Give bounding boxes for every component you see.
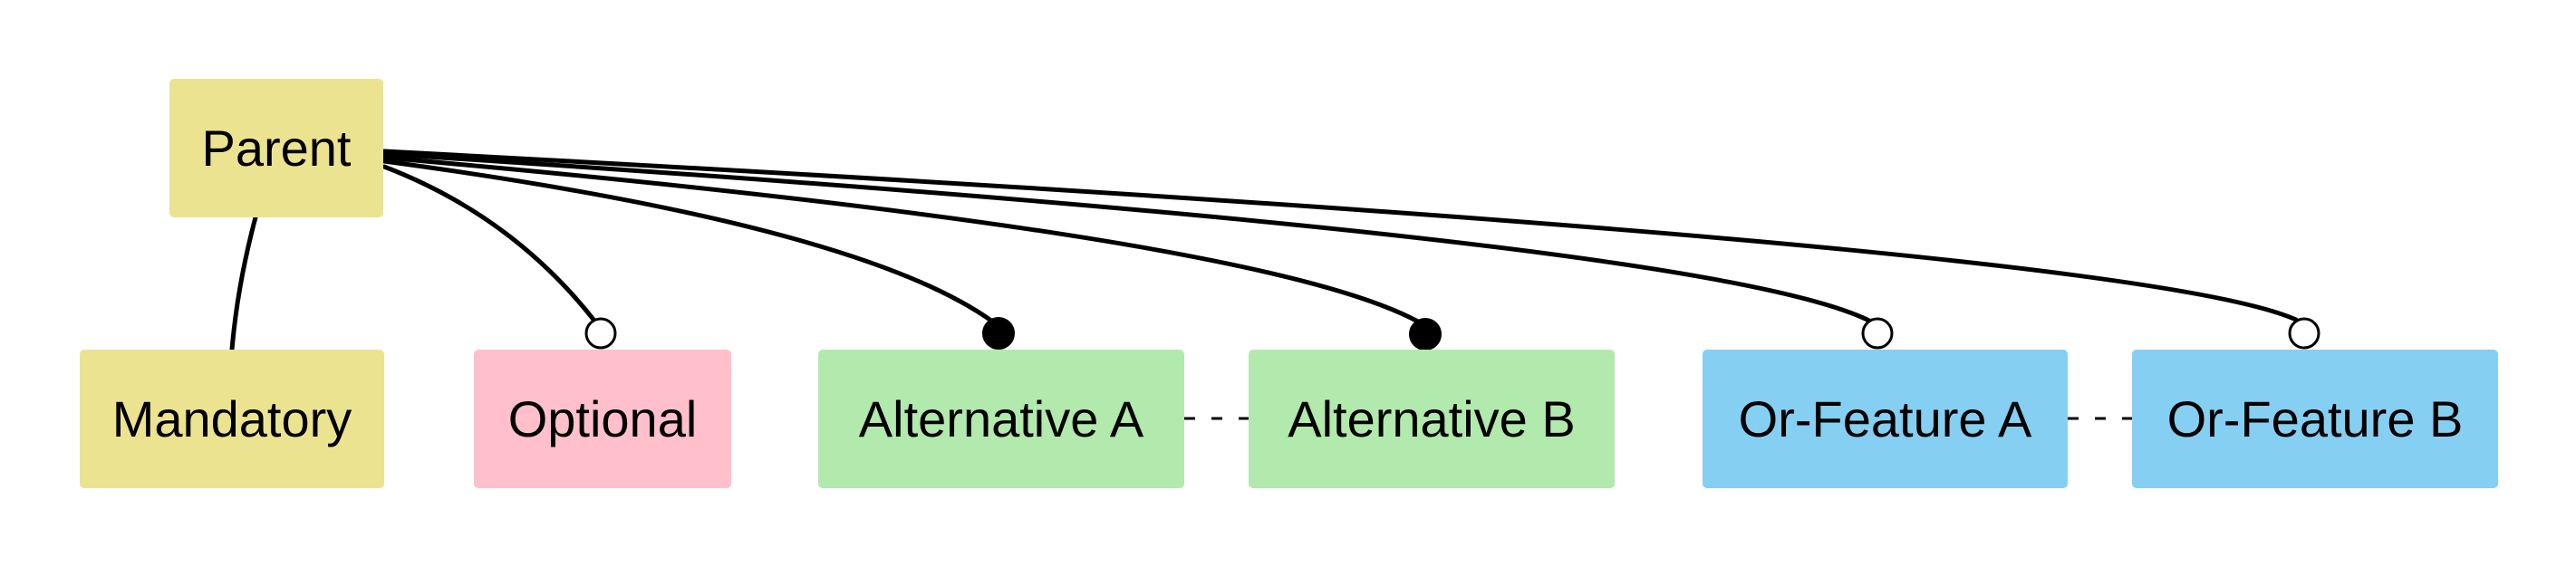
edge-parent-or-feature-a (381, 151, 1872, 323)
node-mandatory: Mandatory (80, 350, 384, 488)
edge-parent-alternative-b (381, 155, 1421, 324)
node-optional-label: Optional (507, 389, 698, 447)
node-or-feature-b: Or-Feature B (2132, 350, 2498, 488)
or-feature-b-hollow-circle-icon (2288, 317, 2320, 350)
node-mandatory-label: Mandatory (111, 389, 352, 447)
alternative-b-filled-circle-icon (1409, 318, 1442, 351)
edge-parent-alternative-a (381, 159, 994, 323)
edge-parent-or-feature-b (381, 149, 2299, 322)
node-parent-label: Parent (201, 119, 352, 177)
node-alternative-a: Alternative A (818, 350, 1184, 488)
alternative-a-filled-circle-icon (982, 317, 1015, 350)
node-or-feature-b-label: Or-Feature B (2166, 389, 2464, 447)
or-feature-a-hollow-circle-icon (1861, 317, 1894, 350)
node-alternative-a-label: Alternative A (858, 389, 1144, 447)
node-alternative-b: Alternative B (1249, 350, 1615, 488)
node-alternative-b-label: Alternative B (1288, 389, 1576, 447)
optional-hollow-circle-icon (584, 317, 617, 350)
edge-parent-mandatory (229, 215, 258, 352)
node-parent: Parent (169, 79, 383, 217)
edge-parent-optional (381, 164, 597, 323)
node-or-feature-a-label: Or-Feature A (1738, 389, 2032, 447)
node-optional: Optional (474, 350, 731, 488)
node-or-feature-a: Or-Feature A (1703, 350, 2068, 488)
